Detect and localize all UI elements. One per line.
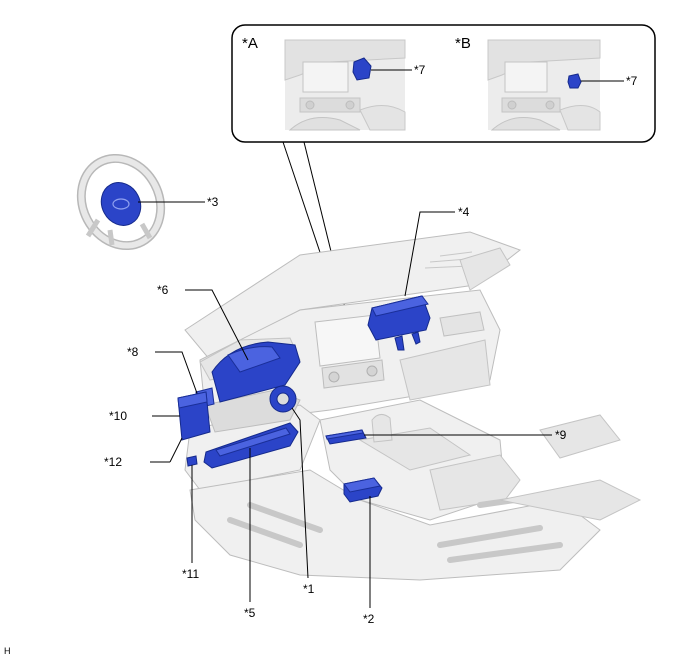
component-1-spiral-cable: [269, 385, 297, 413]
component-6-airbag-assembly: [211, 341, 301, 403]
leader-4: [404, 211, 455, 297]
inset-a-callout-7: *7: [414, 63, 426, 77]
callout-2: *2: [363, 612, 375, 626]
component-9-sensor: [325, 429, 367, 445]
component-4-passenger-airbag: [367, 295, 431, 351]
inset-a-dashboard-view: [284, 39, 406, 131]
leader-6: [185, 289, 249, 361]
component-5-knee-airbag: [203, 422, 299, 469]
component-2-sensor-assembly: [343, 477, 383, 503]
callout-11: *11: [182, 567, 199, 581]
inset-b-dashboard-view: [487, 39, 601, 131]
component-11-sensor: [186, 455, 198, 467]
steering-emblem: [112, 198, 130, 210]
vehicle-interior-illustration: [184, 231, 642, 581]
inset-b-callout-7: *7: [626, 74, 638, 88]
inset-b-component-7: [567, 73, 582, 89]
steering-wheel-pad-component-3: [100, 182, 142, 226]
callout-5: *5: [244, 606, 256, 620]
callout-8: *8: [127, 345, 139, 359]
steering-wheel-illustration: [76, 153, 166, 251]
callout-12: *12: [104, 455, 122, 469]
callout-1: *1: [303, 582, 315, 596]
callout-10: *10: [109, 409, 127, 423]
inset-b-title: *B: [455, 35, 471, 52]
callout-3: *3: [207, 195, 219, 209]
callout-9: *9: [555, 428, 567, 442]
leader-1: [291, 407, 309, 579]
leader-8: [155, 351, 199, 397]
corner-mark: H: [4, 646, 11, 656]
inset-a-component-7: [352, 57, 372, 81]
component-10-control-module: [177, 391, 211, 441]
callout-6: *6: [157, 283, 169, 297]
callout-4: *4: [458, 205, 470, 219]
inset-a-title: *A: [242, 35, 258, 52]
leader-12-a: [169, 437, 183, 463]
